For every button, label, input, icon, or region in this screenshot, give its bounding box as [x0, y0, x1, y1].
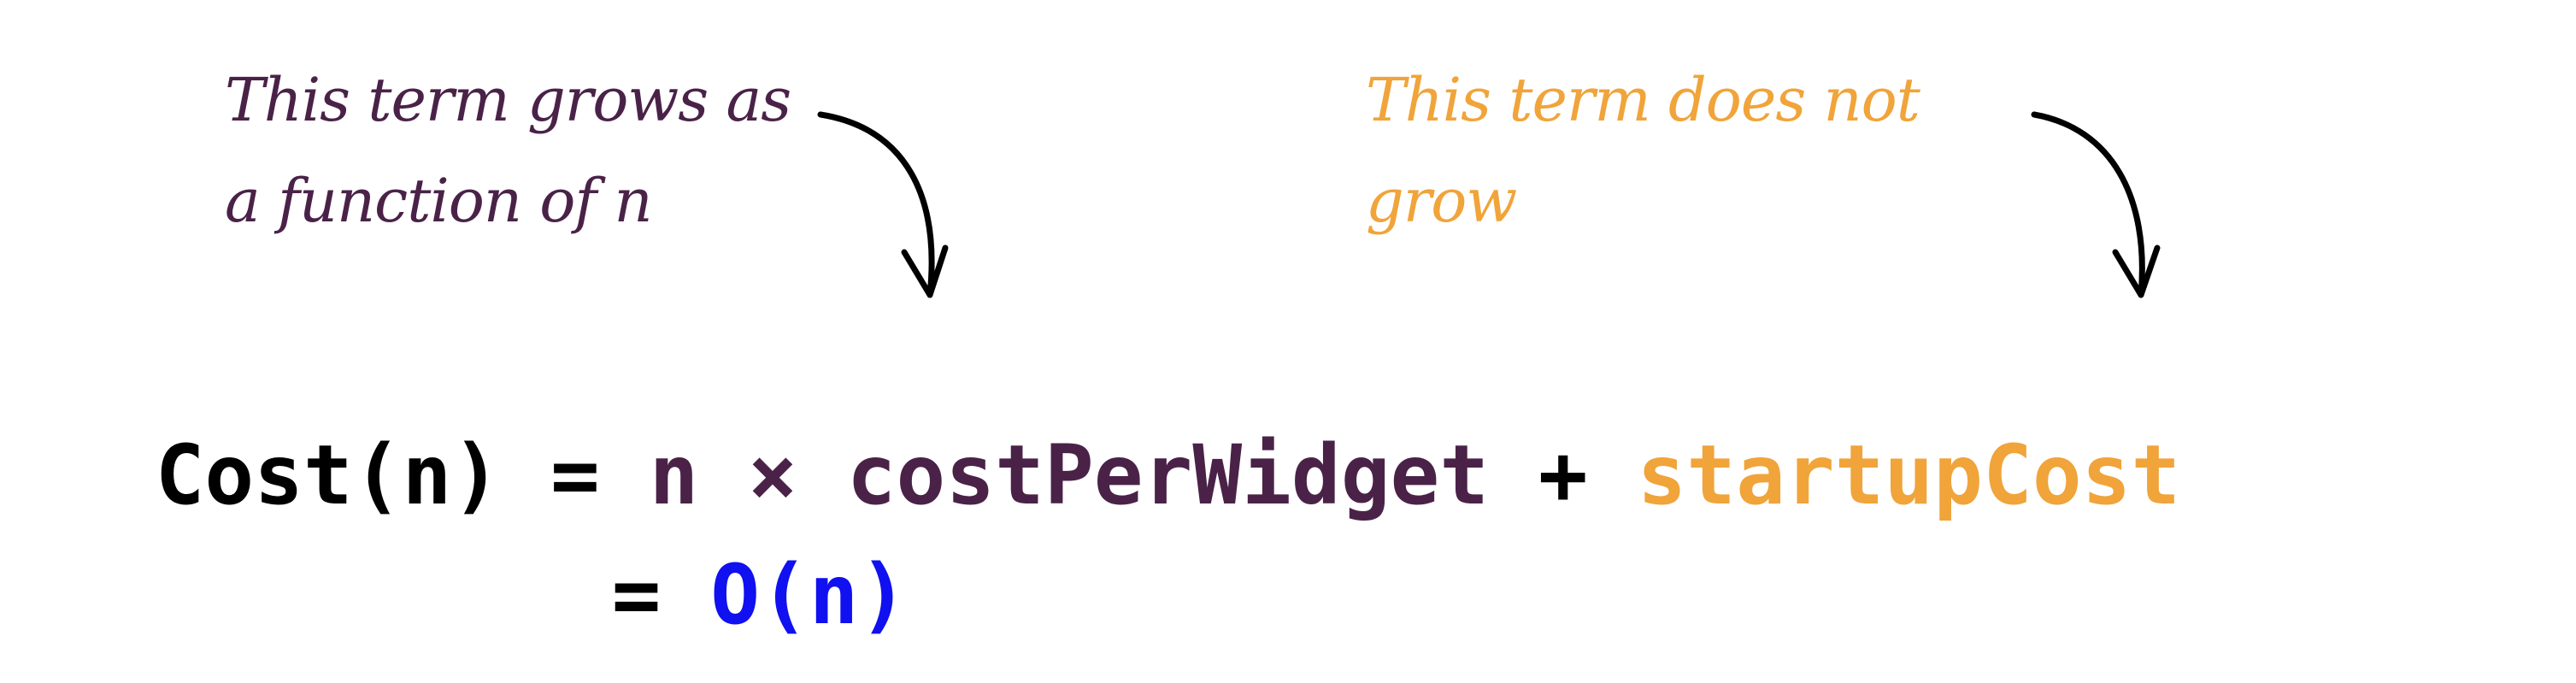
- annotation-grows-line2: a function of n: [225, 166, 653, 236]
- annotation-not-grow-line2: grow: [1366, 166, 1517, 236]
- annotation-grows-line1: This term grows as: [225, 65, 791, 135]
- annotation-grows: This term grows as a function of n: [225, 50, 791, 251]
- annotation-not-grow-line1: This term does not: [1366, 65, 1920, 135]
- equation-row-2: = O(n): [513, 472, 909, 636]
- equation-row-1: Cost(n) = n × costPerWidget + startupCos…: [56, 352, 2181, 516]
- term-n: n: [649, 427, 699, 523]
- equation-lhs: Cost(n): [155, 427, 502, 523]
- curved-arrow-down-icon: [817, 111, 949, 298]
- plus-sign: +: [1538, 427, 1588, 523]
- equals-sign-2: =: [611, 547, 662, 643]
- spacer: [1588, 427, 1638, 523]
- spacer: [1489, 427, 1538, 523]
- curved-arrow-down-icon: [2031, 111, 2161, 298]
- term-cost-per-widget: costPerWidget: [846, 427, 1490, 523]
- spacer: [661, 547, 710, 643]
- equals-sign: =: [550, 427, 600, 523]
- big-o-result: O(n): [710, 547, 909, 643]
- term-startup-cost: startupCost: [1637, 427, 2181, 523]
- times-sign: ×: [748, 427, 797, 523]
- annotation-not-grow: This term does not grow: [1366, 50, 1920, 251]
